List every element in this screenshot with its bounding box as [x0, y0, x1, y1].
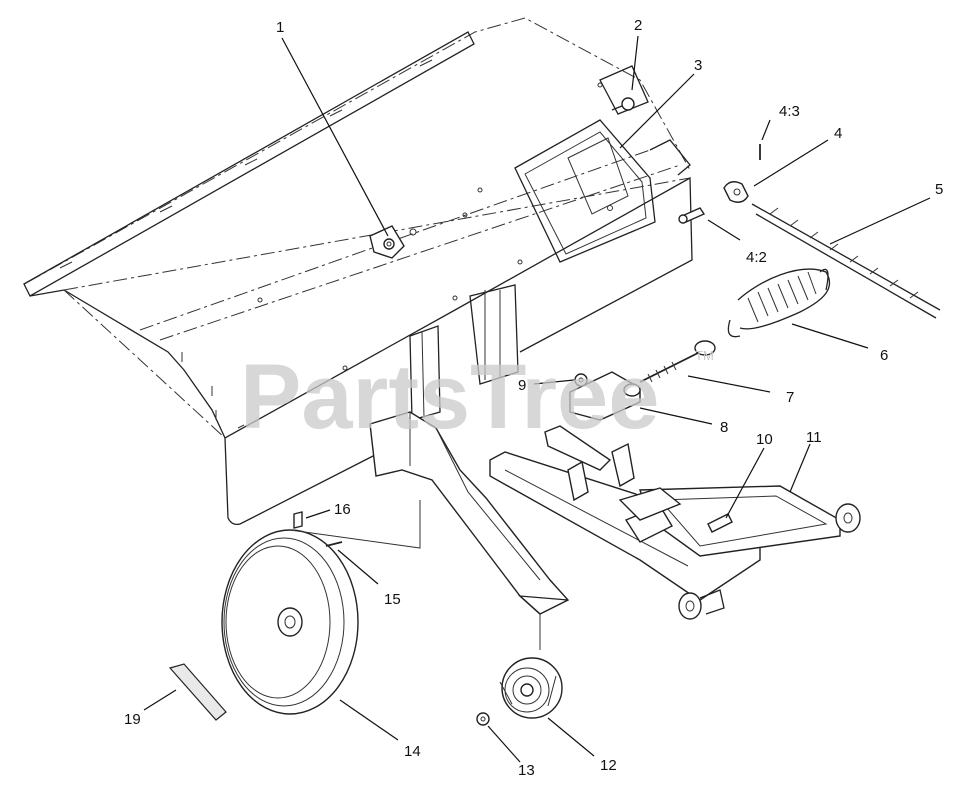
part-7-eyebolt: [639, 340, 716, 383]
callout-4-3: 4:3: [779, 103, 800, 120]
callout-16: 16: [334, 501, 351, 518]
part-9-nut: [574, 373, 588, 387]
callout-6: 6: [880, 347, 888, 364]
part-12-pulley: [499, 614, 563, 719]
callout-1: 1: [276, 19, 284, 36]
callout-11: 11: [806, 429, 822, 446]
part-1-bracket: [369, 225, 417, 259]
callout-4: 4: [834, 125, 842, 142]
part-19-scraper: [168, 663, 227, 721]
leader-lines: [143, 35, 931, 763]
part-2-pin: [611, 97, 635, 111]
part-16-fitting: [293, 511, 303, 529]
watermark: PartsTree TM: [240, 346, 714, 448]
callout-10: 10: [756, 431, 773, 448]
callout-3: 3: [694, 57, 702, 74]
part-4-clevis: [723, 181, 749, 203]
part-8-bracket: [569, 371, 641, 421]
callout-12: 12: [600, 757, 617, 774]
watermark-trademark: TM: [695, 348, 714, 363]
frame-beam: [369, 411, 861, 620]
callout-7: 7: [786, 389, 794, 406]
watermark-text: PartsTree: [240, 346, 659, 448]
callout-2: 2: [634, 17, 642, 34]
part-5-chain: [751, 203, 941, 319]
callout-4-2: 4:2: [746, 249, 767, 266]
callout-19: 19: [124, 711, 141, 728]
callout-labels: 1 2 3 4:3 4 5 4:2 6 9 7 8 10 11 16 15 19…: [124, 17, 943, 779]
callout-5: 5: [935, 181, 943, 198]
part-13-nut: [476, 712, 490, 726]
hopper-panel: [23, 17, 693, 526]
part-6-spring: [727, 268, 831, 338]
callout-8: 8: [720, 419, 728, 436]
callout-14: 14: [404, 743, 421, 760]
callout-13: 13: [518, 762, 535, 779]
part-4-2-bolt: [678, 207, 706, 224]
part-15-key: [325, 541, 343, 547]
callout-9: 9: [518, 377, 526, 394]
part-14-wheel: [221, 500, 421, 715]
callout-15: 15: [384, 591, 401, 608]
